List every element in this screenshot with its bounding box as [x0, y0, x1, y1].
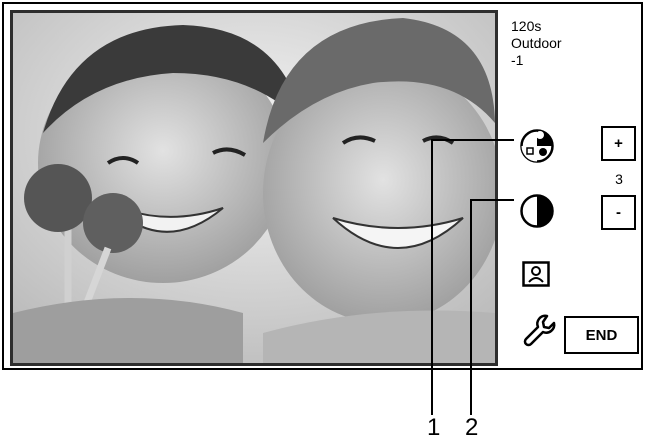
increase-button[interactable]: +	[601, 126, 636, 161]
camera-screen: 120s Outdoor -1 + 3 -	[2, 2, 643, 370]
scene-mode-label: Outdoor	[511, 35, 562, 51]
camera-preview-image	[10, 10, 498, 366]
wrench-icon[interactable]	[521, 311, 559, 349]
control-panel: 120s Outdoor -1 + 3 -	[501, 8, 644, 371]
callout-1: 1	[427, 414, 441, 441]
status-readout: 120s Outdoor -1	[511, 18, 562, 69]
callout-2: 2	[465, 414, 479, 441]
decrease-button[interactable]: -	[601, 195, 636, 230]
contrast-icon[interactable]	[519, 193, 555, 229]
portrait-frame-icon[interactable]	[522, 261, 550, 287]
end-button[interactable]: END	[564, 316, 639, 354]
color-mode-icon[interactable]	[519, 128, 555, 164]
compensation-label: -1	[511, 52, 524, 68]
level-value: 3	[615, 171, 623, 187]
exposure-time-label: 120s	[511, 18, 542, 34]
photo-children-picture	[13, 13, 495, 363]
